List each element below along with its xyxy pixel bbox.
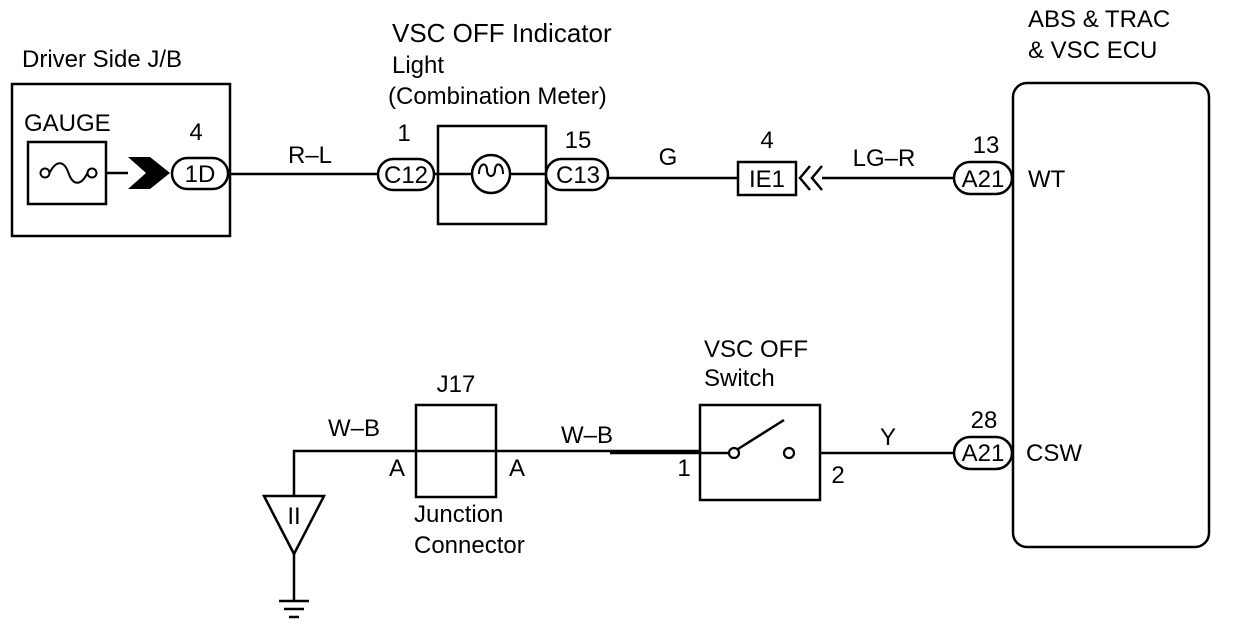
jb-connector-arrow-icon — [128, 157, 170, 189]
ecu-title-line1: ABS & TRAC — [1028, 6, 1170, 33]
connector-chevron-icon — [798, 165, 823, 191]
wire-g-label: G — [659, 144, 678, 171]
wt-pin-number: 13 — [973, 132, 1000, 159]
ground-point-label: II — [287, 503, 300, 530]
wire-w-b-right-label: W–B — [561, 422, 613, 449]
jb-connector-label: 1D — [185, 161, 216, 188]
csw-terminal-label: CSW — [1026, 440, 1082, 467]
j17-pin-right: A — [509, 455, 525, 482]
ecu-box — [1011, 81, 1211, 549]
ie1-label: IE1 — [749, 166, 785, 193]
wire-lg-r-label: LG–R — [853, 145, 916, 172]
wt-connector-label: A21 — [962, 166, 1005, 193]
wire-y-label: Y — [880, 424, 896, 451]
wire-w-b-left-label: W–B — [328, 415, 380, 442]
ecu-title-line2: & VSC ECU — [1028, 37, 1157, 64]
indicator-title-line3: (Combination Meter) — [388, 83, 607, 110]
fuse-icon — [39, 162, 98, 184]
switch-title-line1: VSC OFF — [704, 336, 808, 363]
ground-icon — [279, 599, 309, 619]
ground-point-icon — [261, 494, 327, 557]
wire-w-b-left — [292, 449, 416, 496]
csw-pin-number: 28 — [971, 407, 998, 434]
connector-ie1 — [736, 160, 798, 197]
connector-a21-wt — [952, 160, 1014, 196]
c12-pin-number: 1 — [397, 120, 410, 147]
switch-title-line2: Switch — [704, 365, 775, 392]
connector-c13 — [544, 157, 610, 192]
csw-connector-label: A21 — [962, 440, 1005, 467]
j17-caption-line1: Junction — [414, 501, 503, 528]
switch-pin-1: 1 — [677, 455, 690, 482]
driver-jb-title: Driver Side J/B — [22, 46, 182, 73]
wire-r-l-label: R–L — [288, 142, 332, 169]
bulb-icon — [470, 153, 512, 195]
j17-pin-left: A — [389, 455, 405, 482]
indicator-title-line1: VSC OFF Indicator — [392, 18, 612, 48]
ie1-pin-number: 4 — [760, 127, 773, 154]
c12-label: C12 — [384, 162, 428, 189]
j17-title: J17 — [437, 371, 476, 398]
c13-pin-number: 15 — [565, 127, 592, 154]
j17-caption-line2: Connector — [414, 532, 525, 559]
switch-pin-2: 2 — [831, 462, 844, 489]
gauge-label: GAUGE — [24, 110, 111, 137]
switch-icon — [727, 418, 796, 460]
indicator-title-line2: Light — [392, 52, 444, 79]
wt-terminal-label: WT — [1028, 166, 1066, 193]
c13-label: C13 — [556, 162, 600, 189]
jb-pin-number: 4 — [189, 119, 202, 146]
